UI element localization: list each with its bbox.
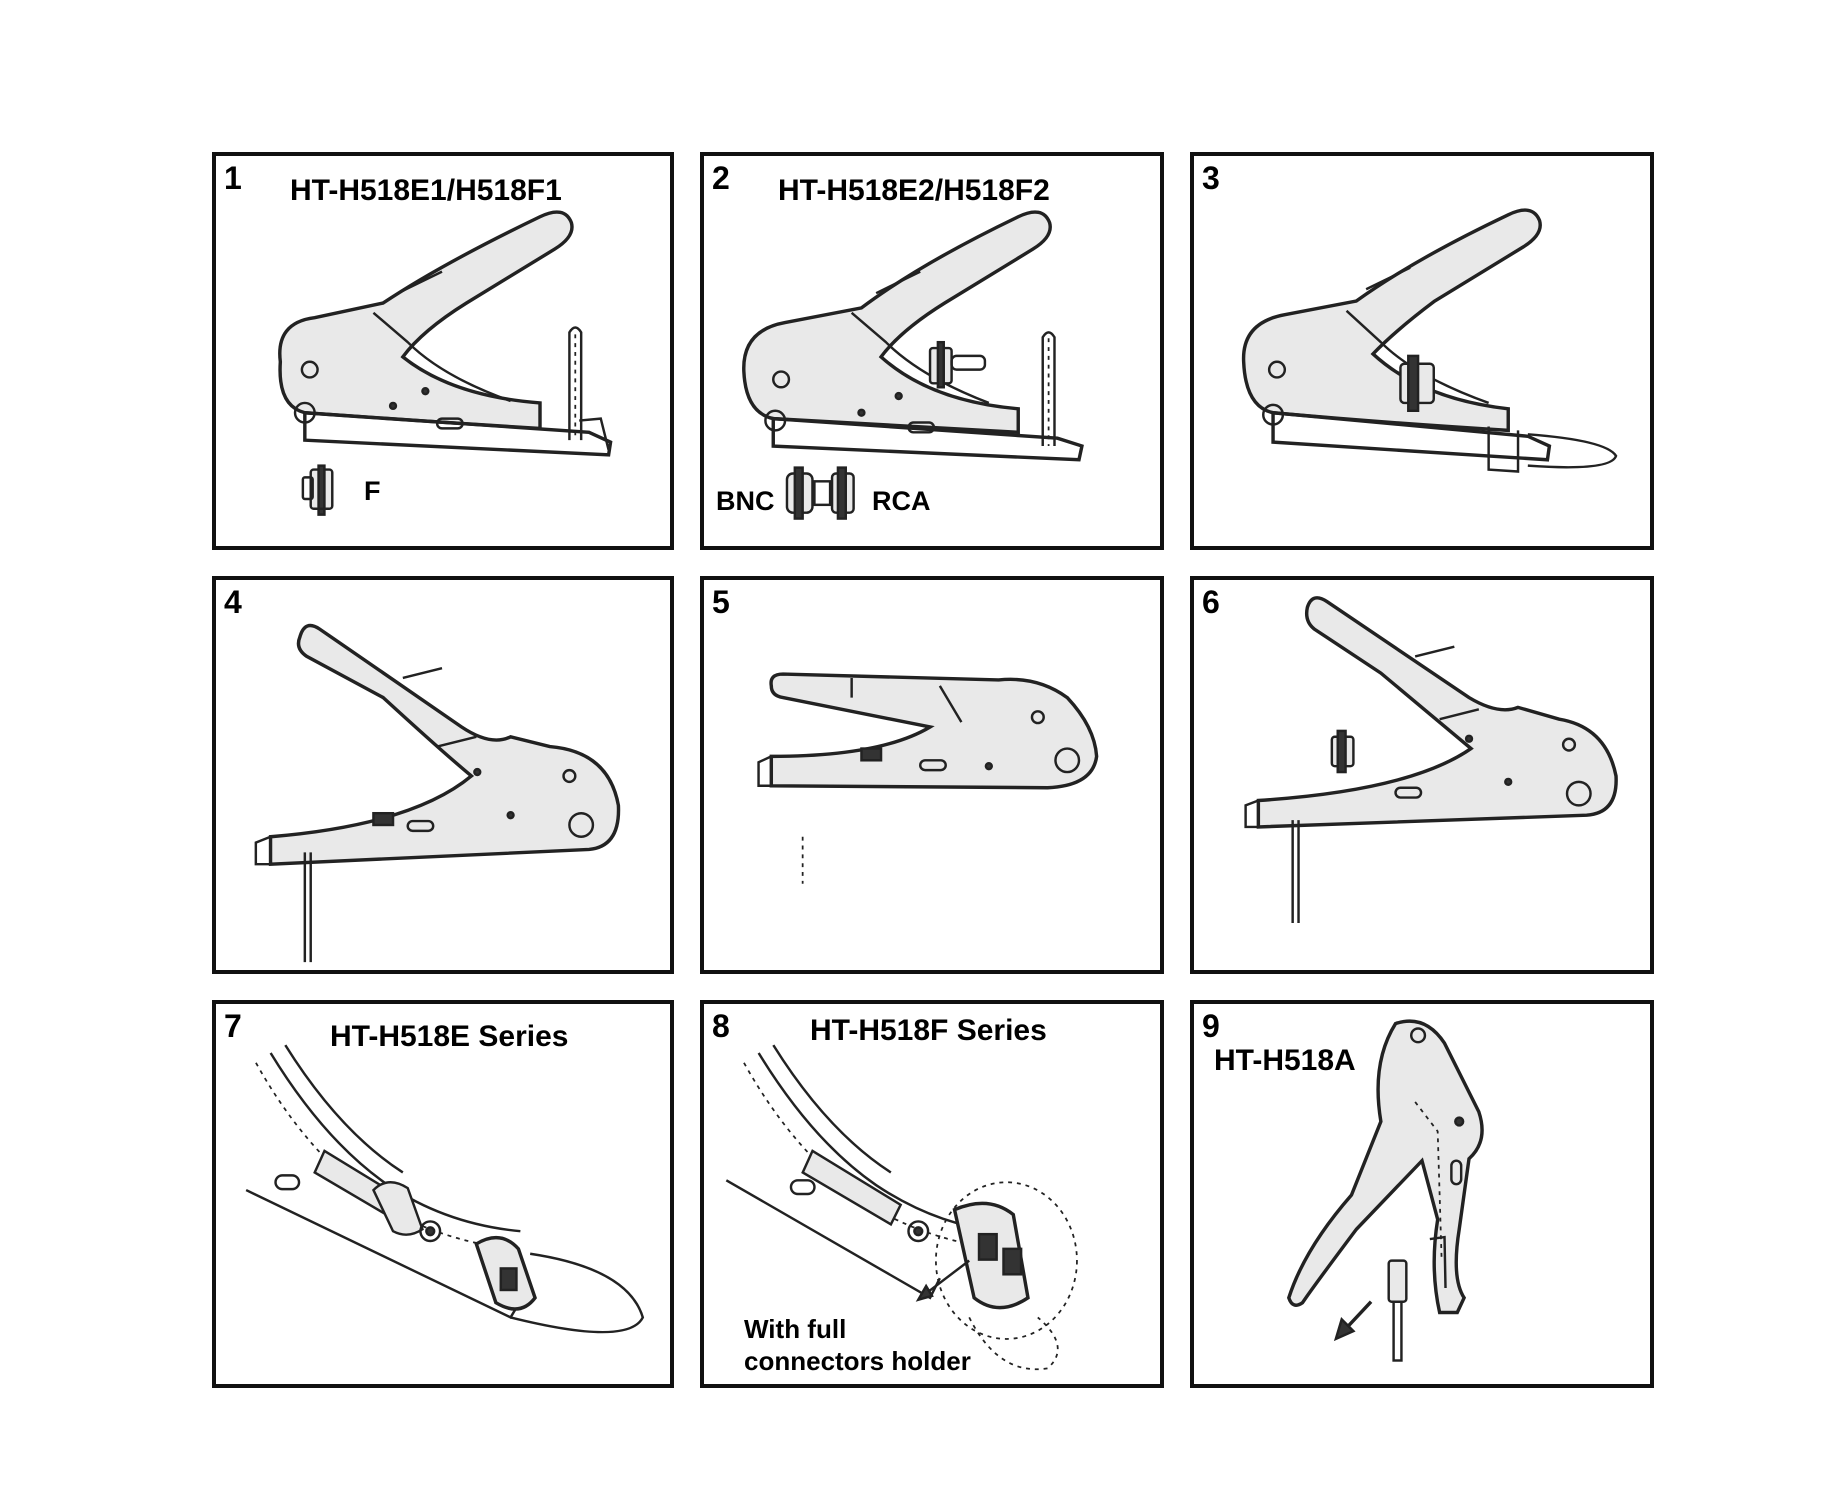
step-number: 9 — [1202, 1008, 1220, 1044]
step-number: 1 — [224, 160, 242, 196]
crimp-tool-icon — [725, 1044, 1078, 1371]
f-connector-icon — [301, 464, 334, 516]
model-title: HT-H518F Series — [810, 1014, 1047, 1047]
connector-label-f: F — [364, 476, 381, 506]
crimp-tool-icon — [1241, 208, 1618, 473]
holder-note-line-2: connectors holder — [744, 1346, 971, 1376]
crimp-tool-icon — [742, 210, 1084, 462]
step-number: 2 — [712, 160, 730, 196]
crimp-tool-icon — [1244, 596, 1618, 923]
panel-9: 9 HT-H518A — [1190, 1000, 1654, 1388]
connector-label-rca: RCA — [872, 486, 931, 516]
crimp-tool-icon — [1287, 1019, 1484, 1362]
arrow-icon — [915, 1259, 970, 1302]
crimp-tool-icon — [245, 1044, 645, 1334]
model-title: HT-H518E Series — [330, 1020, 569, 1053]
panel-2: 2 HT-H518E2/H518F2 BNC RCA — [700, 152, 1164, 550]
panel-1: 1 HT-H518E1/H518F1 F — [212, 152, 674, 550]
panel-7: 7 HT-H518E Series — [212, 1000, 674, 1388]
step-number: 5 — [712, 584, 730, 620]
step-number: 7 — [224, 1008, 242, 1044]
holder-note-line-1: With full — [744, 1314, 847, 1344]
panel-6: 6 — [1190, 576, 1654, 974]
arrow-icon — [1333, 1300, 1373, 1342]
step-number: 4 — [224, 584, 242, 620]
connector-label-bnc: BNC — [716, 486, 775, 516]
model-title: HT-H518A — [1214, 1044, 1356, 1077]
crimp-tool-icon — [278, 210, 613, 457]
crimp-tool-icon — [757, 672, 1099, 884]
step-number: 8 — [712, 1008, 730, 1044]
panel-3: 3 — [1190, 152, 1654, 550]
crimp-tool-icon — [254, 623, 621, 963]
step-number: 6 — [1202, 584, 1220, 620]
step-number: 3 — [1202, 160, 1220, 196]
panel-8: 8 HT-H518F Series With full connectors h… — [700, 1000, 1164, 1388]
bnc-rca-connector-icon — [785, 466, 855, 520]
model-title: HT-H518E2/H518F2 — [778, 174, 1050, 207]
model-title: HT-H518E1/H518F1 — [290, 174, 562, 207]
panel-5: 5 — [700, 576, 1164, 974]
panel-4: 4 — [212, 576, 674, 974]
